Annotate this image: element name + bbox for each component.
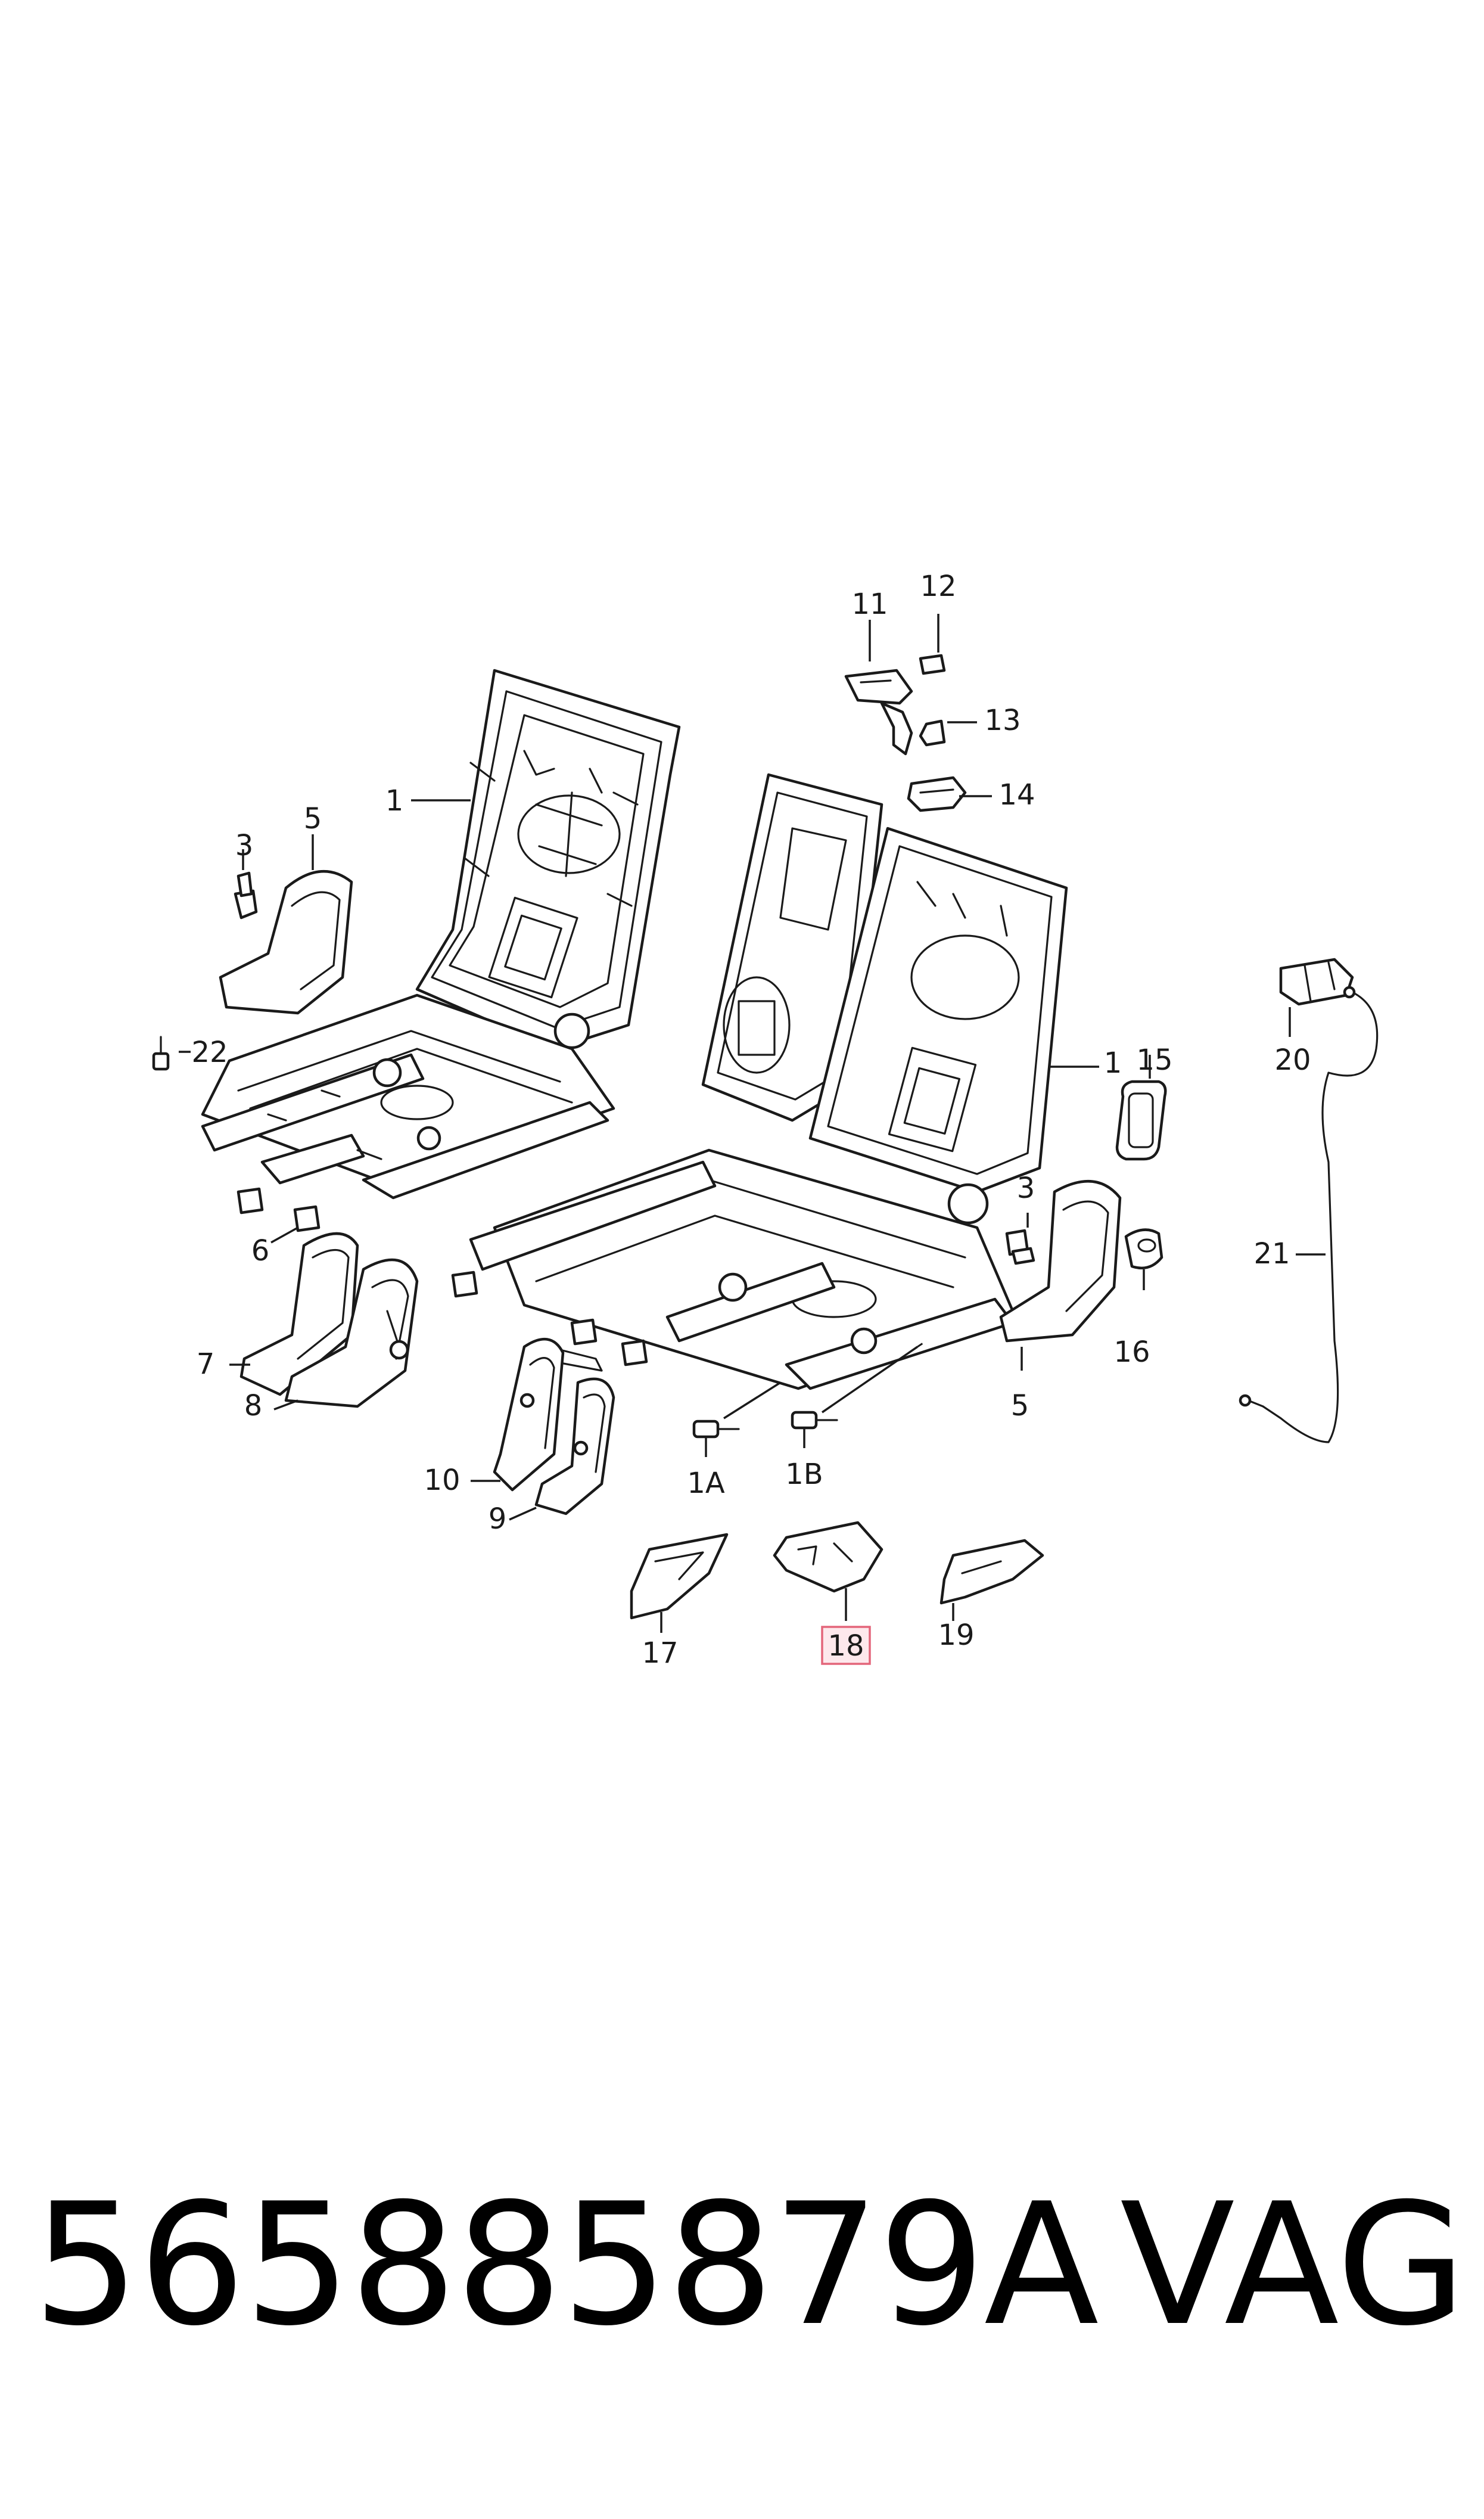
part-3-left-clip: [234, 871, 258, 920]
part-22-bolt: [152, 1036, 170, 1071]
callout-20: 20: [1274, 1043, 1311, 1077]
part-1A-1B-bolts: [692, 1411, 838, 1439]
callout-labels: 1 1 3 5 22 6 7 8 10 9 1A 1B 11 12 13 14 …: [191, 570, 1311, 1670]
callout-17: 17: [642, 1636, 678, 1670]
callout-15: 15: [1136, 1043, 1172, 1077]
callout-1-left: 1: [385, 784, 404, 818]
callout-14: 14: [998, 778, 1035, 812]
part-14-latch: [907, 776, 967, 812]
right-seat-frame: [469, 773, 1068, 1390]
callout-18-highlight: [821, 1626, 871, 1665]
callout-5-right: 5: [1011, 1389, 1029, 1422]
part-15-button: [1115, 1080, 1167, 1161]
part-8-trim: [284, 1258, 419, 1408]
part-5-left-cover: [219, 870, 353, 1015]
callout-9: 9: [489, 1502, 507, 1536]
part-number: 565885879A: [33, 2167, 1099, 2363]
callout-21: 21: [1253, 1237, 1290, 1271]
callout-22: 22: [191, 1036, 228, 1069]
part-11-bracket: [844, 669, 913, 705]
part-19-bracket: [939, 1539, 1044, 1605]
callout-5-left: 5: [304, 802, 322, 835]
part-21-cable: [1239, 986, 1379, 1443]
callout-12: 12: [920, 570, 956, 603]
brand-label: VAG: [1120, 2167, 1467, 2363]
part-5-right-cover: [999, 1180, 1122, 1343]
leader-lines: [179, 614, 1326, 1633]
part-9-trim: [534, 1377, 615, 1515]
part-13-hook: [880, 701, 946, 756]
part-18-bracket: [773, 1521, 883, 1593]
part-20-handle: [1279, 958, 1354, 1006]
part-6-clips: [237, 1187, 648, 1366]
callout-7: 7: [197, 1347, 215, 1381]
callout-3-right: 3: [1017, 1172, 1035, 1205]
callout-19: 19: [938, 1619, 974, 1652]
callout-18: 18: [827, 1629, 864, 1663]
part-7-trim: [239, 1232, 359, 1396]
callout-11: 11: [851, 588, 888, 621]
callout-16: 16: [1113, 1335, 1150, 1369]
part-3-right-clip: [1005, 1229, 1035, 1265]
part-16-cap: [1124, 1228, 1163, 1270]
part-17-bracket: [630, 1533, 729, 1620]
callout-13: 13: [984, 704, 1021, 737]
part-10-trim: [493, 1337, 565, 1492]
callout-1A: 1A: [687, 1467, 725, 1500]
callout-1-right: 1: [1104, 1046, 1122, 1080]
callout-6: 6: [251, 1234, 270, 1268]
callout-10: 10: [424, 1464, 460, 1497]
part-12-clip: [919, 654, 946, 675]
callout-1B: 1B: [785, 1458, 823, 1491]
callout-8: 8: [244, 1389, 263, 1422]
left-seat-frame: [201, 669, 681, 1200]
callout-3-left: 3: [235, 829, 254, 862]
